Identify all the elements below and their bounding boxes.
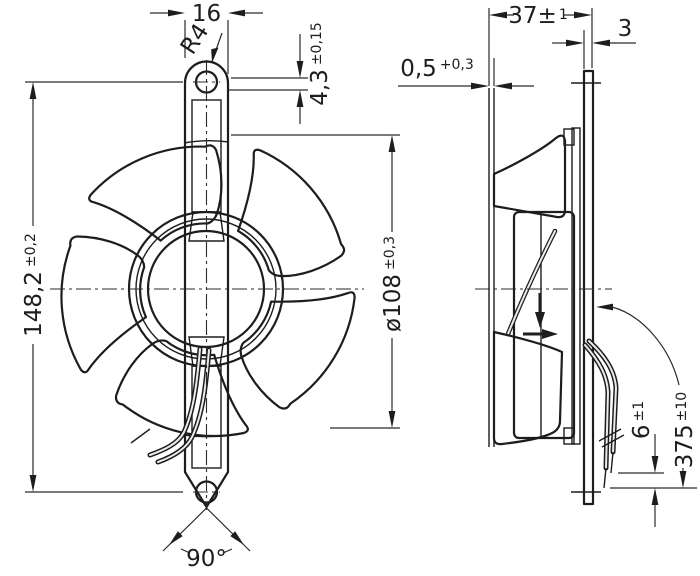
fan-blade	[88, 144, 223, 242]
side-blade-upper	[492, 134, 567, 219]
dim-angle: 90°	[162, 507, 251, 572]
impeller-blades	[60, 144, 356, 438]
dim-plate-thickness-label: 3	[618, 16, 633, 42]
bare-lead-b	[610, 451, 614, 474]
airflow-right-arrow	[523, 329, 558, 339]
dim-depth-label: 37±1	[508, 3, 567, 29]
wire-break-tick-2	[601, 434, 625, 448]
bare-lead-a	[603, 467, 607, 489]
dim-gap: 0,5+0,3	[398, 56, 534, 90]
slot-end-bottom	[188, 336, 225, 367]
dim-hole-offset: 4,3±0,15	[228, 22, 333, 124]
dim-strip-length-label: 6±1	[629, 401, 655, 439]
airflow-down-arrow	[535, 293, 545, 328]
dim-width-label: 16	[192, 1, 221, 27]
lead-wires-side	[582, 338, 625, 489]
lead-wires-front	[130, 346, 212, 465]
dim-angle-label: 90°	[186, 546, 227, 572]
mounting-strut	[183, 60, 230, 509]
dim-diameter-label: ø108±0,3	[380, 236, 406, 332]
wire-break-tick	[130, 428, 151, 444]
side-motor-body	[512, 210, 576, 440]
fan-blade	[236, 148, 346, 278]
dim-strip-length: 6±1	[610, 401, 697, 527]
dim-lead-length-label: 375±10	[672, 392, 698, 468]
dim-hole-offset-label: 4,3±0,15	[307, 22, 333, 105]
dim-plate-thickness: 3	[552, 16, 636, 69]
dim-gap-label: 0,5+0,3	[400, 56, 474, 82]
side-view: 37±1 0,5+0,3 3 6±1	[398, 3, 698, 527]
wire-break-tick-1	[598, 428, 622, 442]
side-mounting-plate	[582, 69, 595, 506]
dim-width-16: 16	[150, 1, 263, 74]
dim-diameter: ø108±0,3	[231, 134, 406, 429]
front-view: 16 R4 4,3±0,15 148,2±0,2	[21, 1, 406, 572]
dim-height-label: 148,2±0,2	[21, 233, 47, 337]
dim-lead-length: 375±10	[596, 303, 698, 488]
slot-end-top	[188, 211, 225, 242]
fan-blade	[60, 235, 148, 374]
internal-wire	[505, 228, 558, 337]
fan-blade	[239, 291, 356, 410]
venturi-strip	[571, 127, 581, 445]
dim-height: 148,2±0,2	[21, 81, 183, 493]
fan-blade	[114, 339, 249, 438]
side-blade-lower	[492, 330, 564, 446]
dim-depth: 37±1	[488, 3, 593, 86]
